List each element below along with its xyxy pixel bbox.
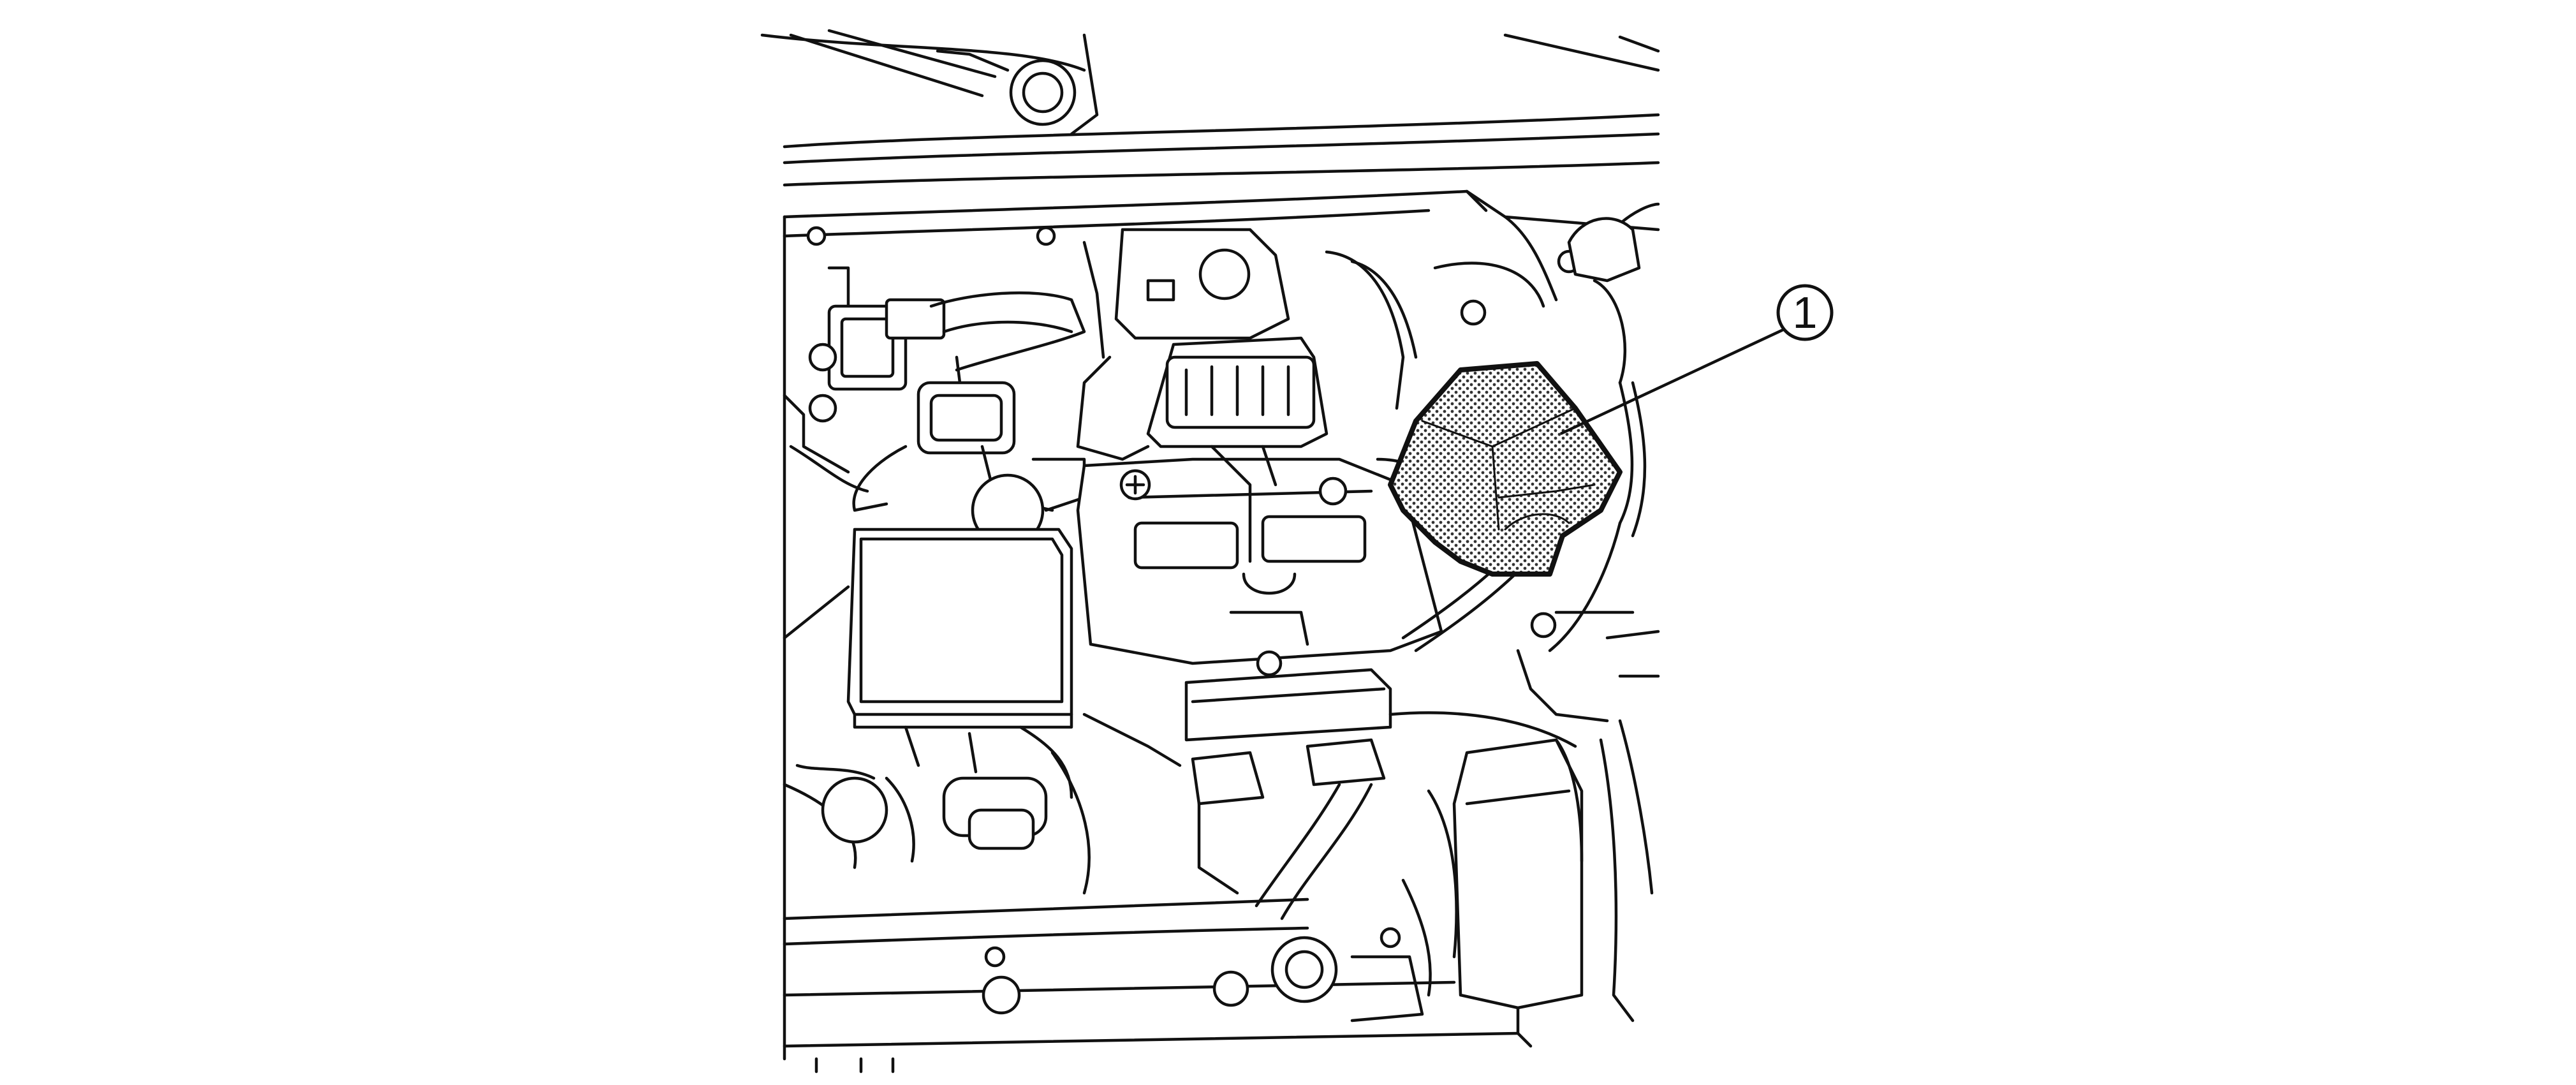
relay-box: [846, 528, 1073, 729]
callout-1-number: 1: [1793, 288, 1818, 337]
callout-1: 1: [1560, 284, 1834, 436]
engine-cover: [1076, 228, 1443, 677]
oil-filler-cap: [1198, 248, 1251, 300]
highlighted-component: [1388, 361, 1623, 577]
hood-and-cowl: [760, 29, 1660, 238]
callout-1-leader: [1560, 327, 1786, 436]
lower-left-components: [795, 725, 1073, 863]
radiator-support: [783, 897, 1520, 1074]
harness-connectors: [1050, 445, 1603, 920]
highlighted-component-shape: [1388, 361, 1623, 577]
intake-assembly: [789, 240, 1137, 547]
right-side-components: [1325, 202, 1660, 1048]
callout-1-circle: [1776, 284, 1834, 341]
